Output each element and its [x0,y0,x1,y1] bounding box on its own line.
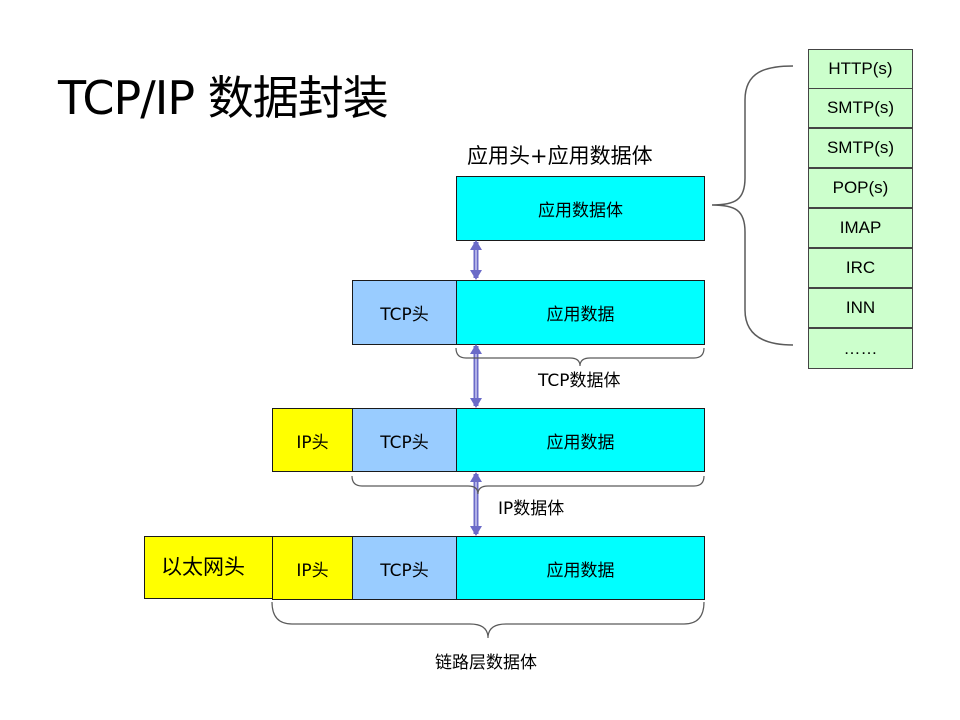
link-body-label: 链路层数据体 [435,653,537,673]
protocol-cell-smtp-2: SMTP(s) [808,128,913,168]
tcp-body-brace [455,347,705,367]
protocol-brace [711,65,794,346]
ip-body-brace [351,475,705,495]
eth-header-label: 以太网头 [161,555,245,579]
eth-header-box: 以太网头 [144,536,273,599]
link-tcp-header-box: TCP头 [352,536,457,600]
link-app-data-box: 应用数据 [456,536,705,600]
protocol-cell-irc: IRC [808,248,913,288]
tcp-app-data-box: 应用数据 [456,280,705,345]
tcp-header-box: TCP头 [352,280,457,345]
ip-app-data-box: 应用数据 [456,408,705,472]
protocol-cell-smtp: SMTP(s) [808,88,913,128]
ip-header-box: IP头 [272,408,353,472]
page-title: TCP/IP 数据封装 [58,71,389,125]
tcp-body-label: TCP数据体 [538,371,621,391]
arrow-app-tcp [470,240,482,280]
ip-tcp-header-box: TCP头 [352,408,457,472]
protocol-cell-pop: POP(s) [808,168,913,208]
protocol-cell-inn: INN [808,288,913,328]
arrow-tcp-ip [470,344,482,408]
protocol-cell-http: HTTP(s) [808,49,913,89]
arrow-ip-link [470,472,482,536]
app-header-label: 应用头+应用数据体 [467,144,653,168]
protocol-cell-ellipsis: …… [808,328,913,369]
protocol-cell-imap: IMAP [808,208,913,248]
app-data-box: 应用数据体 [456,176,705,241]
link-body-brace [271,601,705,639]
ip-body-label: IP数据体 [498,499,565,519]
